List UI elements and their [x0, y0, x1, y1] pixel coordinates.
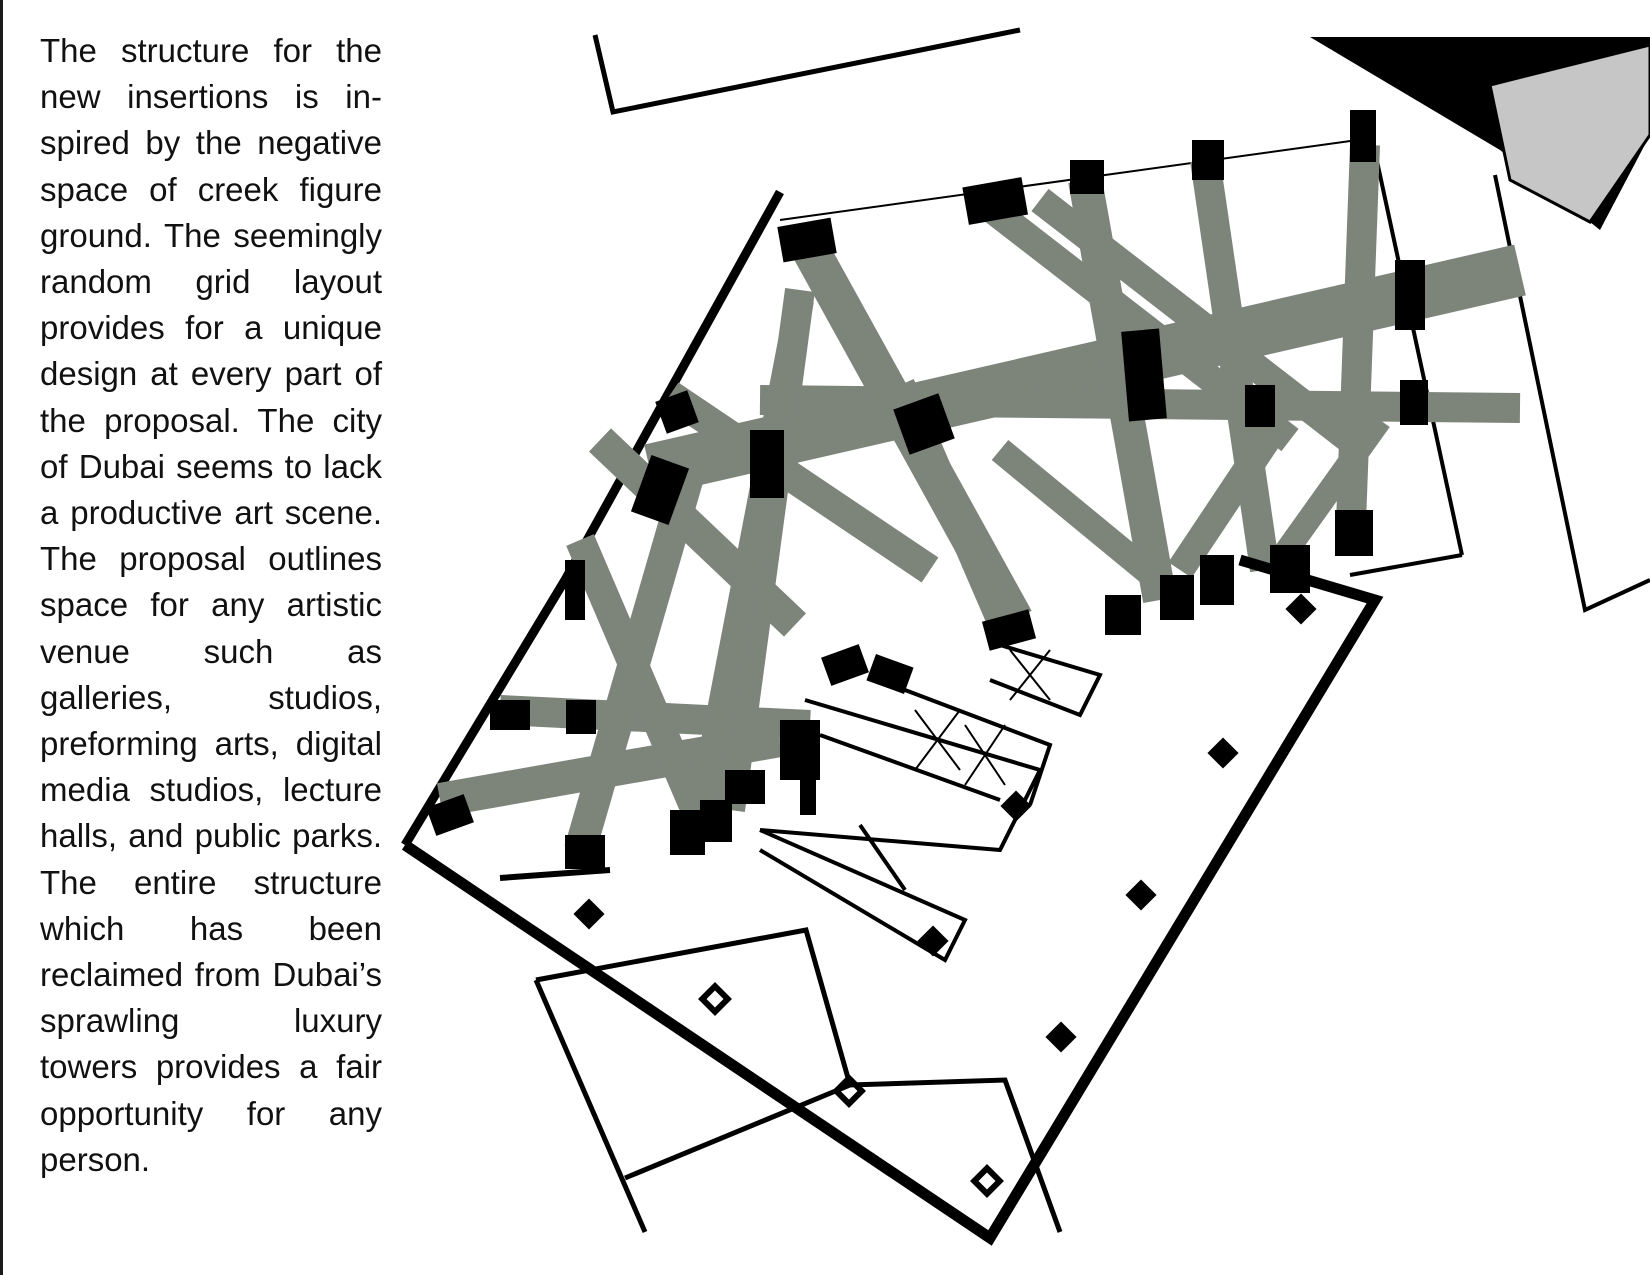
grid-bands	[437, 144, 1526, 855]
column-marks	[426, 110, 1428, 869]
adjacent-gray-block	[1488, 43, 1650, 224]
description-column: The structure for the new insertions is …	[40, 28, 382, 1183]
description-paragraph: The structure for the new insertions is …	[40, 32, 382, 1178]
glazing-cross-panels	[914, 649, 1051, 786]
floor-plan-drawing	[401, 27, 1650, 1246]
adjacent-building-outline	[592, 27, 1021, 115]
adjacent-building-right	[1493, 174, 1650, 613]
hollow-columns	[698, 982, 1004, 1198]
page-left-border	[0, 0, 3, 1275]
adjacent-building-lower	[533, 927, 1063, 1233]
lower-structure	[401, 554, 1384, 1246]
